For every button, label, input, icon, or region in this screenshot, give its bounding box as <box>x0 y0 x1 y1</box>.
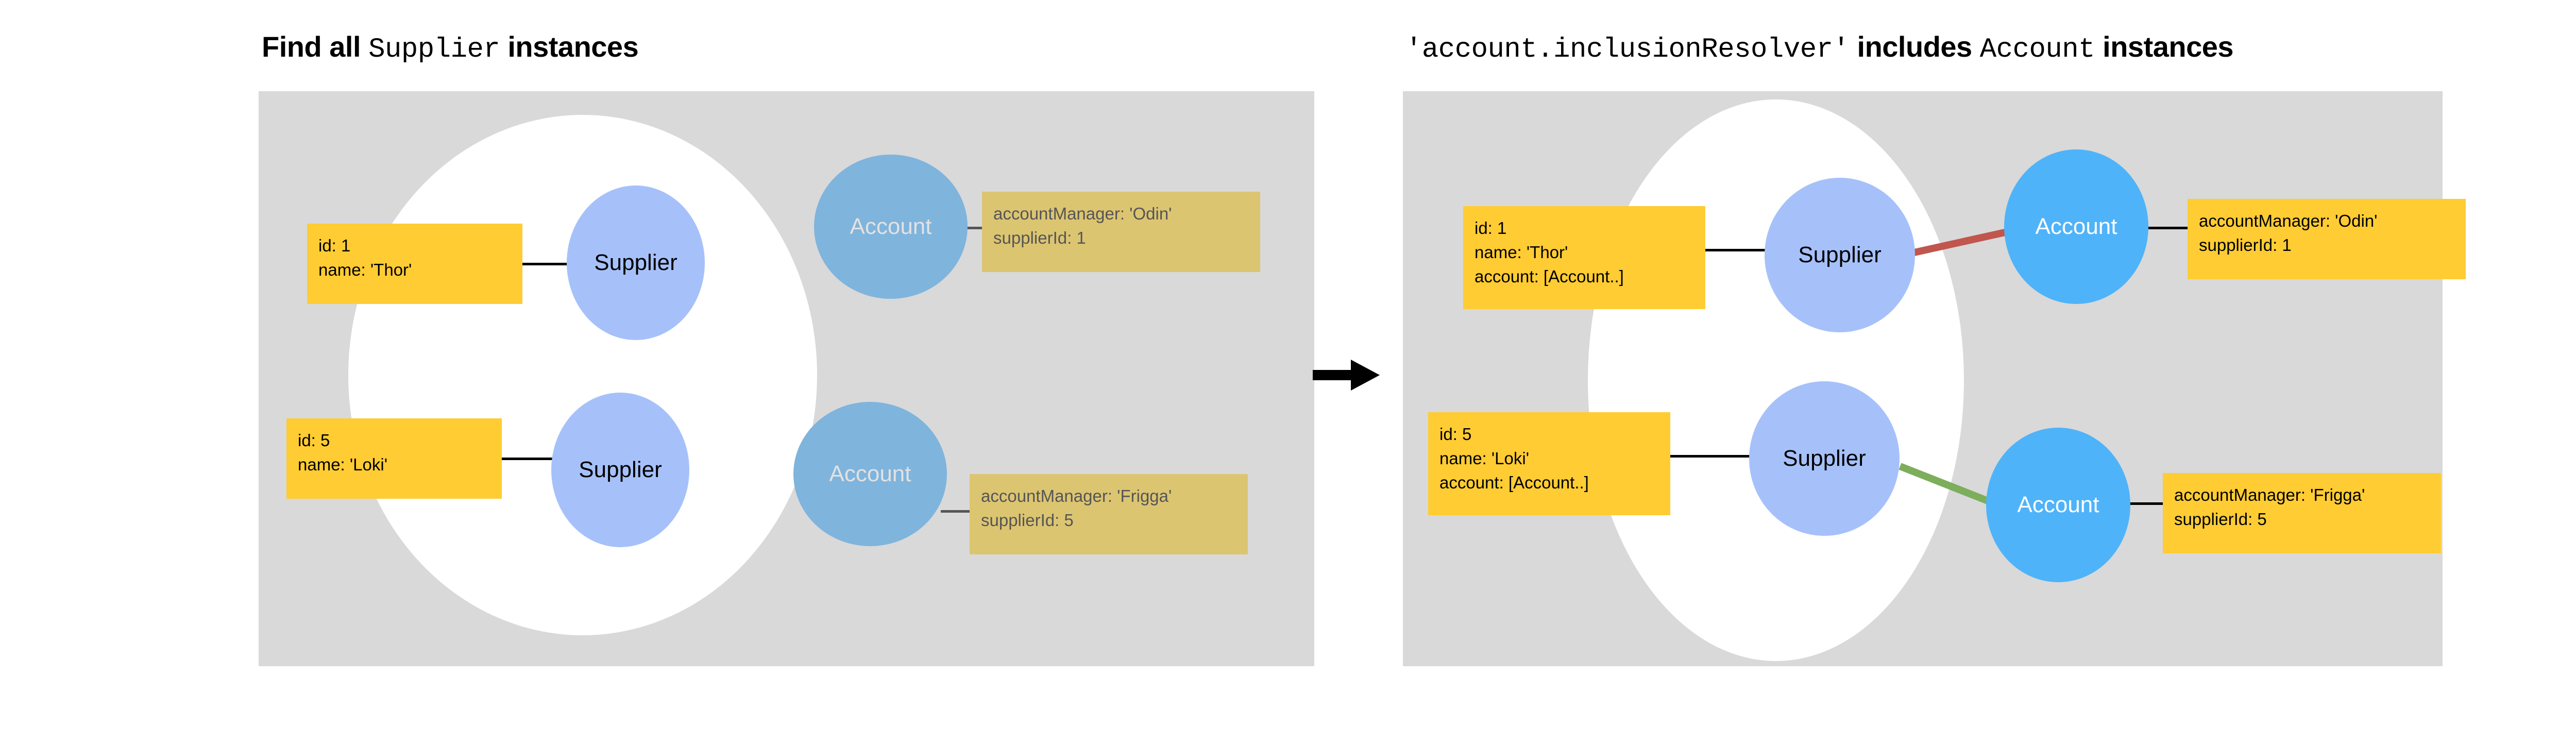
right-title-middle: includes <box>1849 30 1980 63</box>
right-title-code-suffix: Account <box>1979 34 2095 65</box>
connector-raccount1-to-box3 <box>2143 227 2191 229</box>
connector-account1-to-box3 <box>961 227 985 229</box>
right-title-code-prefix: 'account.inclusionResolver' <box>1405 34 1850 65</box>
node-label: Account <box>850 214 932 239</box>
box-line: name: 'Thor' <box>1475 242 1568 262</box>
node-supplier-3[interactable]: Supplier <box>1765 178 1915 332</box>
node-label: Supplier <box>594 250 677 275</box>
data-box-account-1[interactable]: accountManager: 'Odin' supplierId: 1 <box>982 192 1260 272</box>
box-line: accountManager: 'Frigga' <box>981 486 1172 505</box>
node-account-3[interactable]: Account <box>2004 149 2148 304</box>
connector-rbox1-to-supplier1 <box>1705 249 1766 251</box>
node-supplier-2[interactable]: Supplier <box>551 393 689 547</box>
box-line: id: 1 <box>1475 218 1507 238</box>
data-box-supplier-2[interactable]: id: 5 name: 'Loki' <box>286 418 502 499</box>
box-line: accountManager: 'Frigga' <box>2174 485 2365 504</box>
box-line: account: [Account..] <box>1439 472 1589 492</box>
box-line: name: 'Loki' <box>1439 448 1530 468</box>
node-label: Supplier <box>1783 446 1866 471</box>
node-account-1[interactable]: Account <box>814 155 968 299</box>
left-title-prefix: Find all <box>262 30 369 63</box>
connector-rbox2-to-supplier2 <box>1670 455 1751 458</box>
connector-box2-to-supplier2 <box>502 458 552 460</box>
data-box-supplier-1[interactable]: id: 1 name: 'Thor' <box>307 224 522 304</box>
data-box-account-3[interactable]: accountManager: 'Odin' supplierId: 1 <box>2188 199 2466 279</box>
node-account-2[interactable]: Account <box>793 402 947 546</box>
left-panel-title: Find all Supplier instances <box>262 30 639 65</box>
box-line: supplierId: 5 <box>981 510 1074 530</box>
connector-account2-to-box4 <box>941 510 972 513</box>
right-panel-title: 'account.inclusionResolver' includes Acc… <box>1405 30 2233 65</box>
node-label: Supplier <box>1798 242 1882 267</box>
right-arrow-icon <box>1313 360 1380 391</box>
box-line: account: [Account..] <box>1475 266 1624 286</box>
box-line: supplierId: 1 <box>2199 235 2292 255</box>
data-box-supplier-4[interactable]: id: 5 name: 'Loki' account: [Account..] <box>1428 412 1670 515</box>
data-box-supplier-3[interactable]: id: 1 name: 'Thor' account: [Account..] <box>1463 206 1705 309</box>
node-label: Account <box>2035 214 2117 239</box>
box-line: id: 5 <box>298 431 330 450</box>
node-label: Supplier <box>579 457 662 482</box>
left-title-code: Supplier <box>368 34 500 65</box>
right-title-suffix: instances <box>2095 30 2233 63</box>
box-line: id: 5 <box>1439 425 1472 444</box>
box-line: name: 'Thor' <box>318 260 412 279</box>
node-label: Account <box>2017 492 2099 517</box>
data-box-account-2[interactable]: accountManager: 'Frigga' supplierId: 5 <box>970 474 1248 554</box>
node-supplier-4[interactable]: Supplier <box>1749 381 1900 536</box>
node-account-4[interactable]: Account <box>1986 428 2130 582</box>
box-line: supplierId: 1 <box>993 228 1086 247</box>
left-panel <box>259 91 1314 666</box>
right-panel <box>1403 91 2443 666</box>
left-title-suffix: instances <box>500 30 639 63</box>
supplier-set-ellipse <box>348 115 817 635</box>
box-line: supplierId: 5 <box>2174 509 2267 529</box>
supplier-with-account-set-ellipse <box>1588 99 1964 661</box>
node-supplier-1[interactable]: Supplier <box>567 185 705 340</box>
box-line: accountManager: 'Odin' <box>993 204 1172 223</box>
connector-box1-to-supplier1 <box>522 263 569 265</box>
box-line: name: 'Loki' <box>298 454 388 474</box>
node-label: Account <box>829 461 911 486</box>
connector-raccount2-to-box4 <box>2124 502 2167 505</box>
box-line: id: 1 <box>318 236 351 255</box>
box-line: accountManager: 'Odin' <box>2199 211 2378 230</box>
data-box-account-4[interactable]: accountManager: 'Frigga' supplierId: 5 <box>2163 473 2441 553</box>
